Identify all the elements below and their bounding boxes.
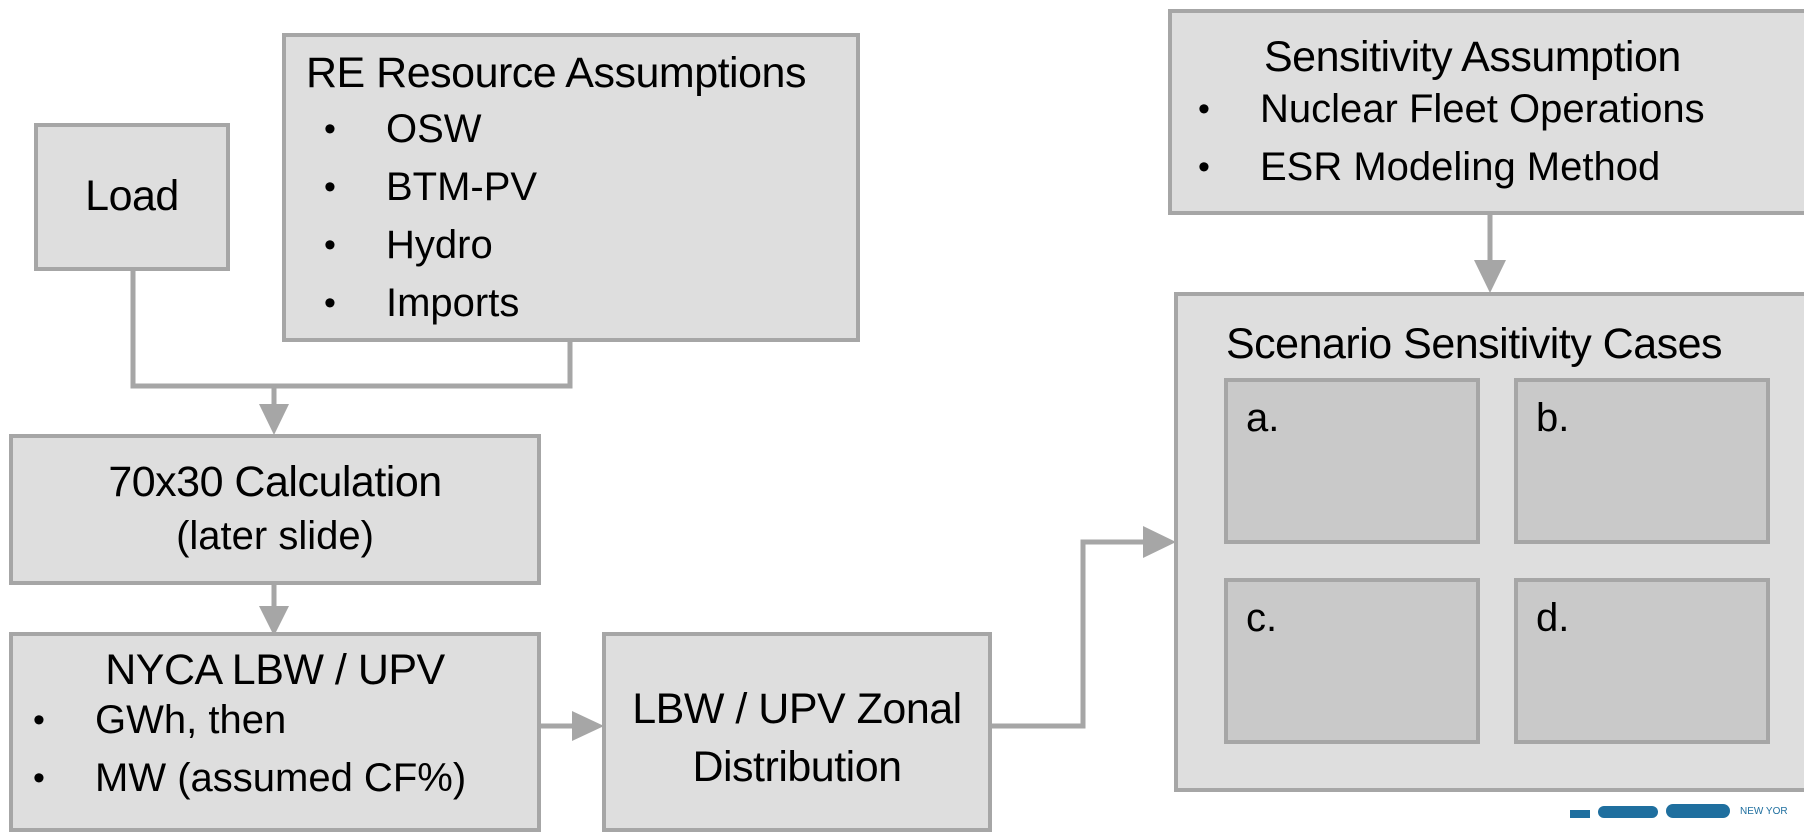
case-d-label: d. [1536,596,1570,640]
re-resource-item: Hydro [306,216,856,274]
case-b-box: b. [1514,378,1770,544]
nyca-list: GWh, then MW (assumed CF%) [15,691,537,807]
nyca-box: NYCA LBW / UPV GWh, then MW (assumed CF%… [9,632,541,832]
re-resource-assumptions-box: RE Resource Assumptions OSW BTM-PV Hydro… [282,33,860,342]
case-a-box: a. [1224,378,1480,544]
load-box: Load [34,123,230,271]
re-resource-item: Imports [306,274,856,332]
nyca-item: MW (assumed CF%) [15,749,537,807]
calculation-box: 70x30 Calculation (later slide) [9,434,541,585]
zonal-title-line1: LBW / UPV Zonal [632,685,962,733]
sensitivity-list: Nuclear Fleet Operations ESR Modeling Me… [1180,80,1804,196]
re-resource-item: OSW [306,100,856,158]
logo-text: NEW YOR [1740,806,1788,817]
re-resource-title: RE Resource Assumptions [306,49,806,97]
arrow-head-zonal [572,711,604,741]
arrow-head-calc [259,404,289,435]
nyca-title: NYCA LBW / UPV [105,646,445,694]
nyca-item: GWh, then [15,691,537,749]
scenario-title: Scenario Sensitivity Cases [1226,320,1723,368]
case-c-box: c. [1224,578,1480,744]
re-resource-list: OSW BTM-PV Hydro Imports [306,100,856,332]
sensitivity-item: ESR Modeling Method [1180,138,1804,196]
sensitivity-title: Sensitivity Assumption [1264,33,1681,81]
re-resource-item: BTM-PV [306,158,856,216]
sensitivity-item: Nuclear Fleet Operations [1180,80,1804,138]
case-d-box: d. [1514,578,1770,744]
sensitivity-assumption-box: Sensitivity Assumption Nuclear Fleet Ope… [1168,9,1804,215]
case-b-label: b. [1536,396,1570,440]
zonal-title-line2: Distribution [692,743,902,791]
load-title: Load [85,172,179,221]
case-a-label: a. [1246,396,1280,440]
nyiso-logo: NEW YOR [1570,802,1804,818]
zonal-distribution-box: LBW / UPV Zonal Distribution [602,632,992,832]
case-c-label: c. [1246,596,1278,640]
arrow-head-sensitivity [1474,260,1506,293]
calculation-subtitle: (later slide) [176,514,374,559]
arrow-head-scenario [1143,526,1176,558]
zonal-to-scenario-line [990,539,1148,729]
calculation-title: 70x30 Calculation [108,458,442,506]
scenario-sensitivity-box: Scenario Sensitivity Cases a. b. c. d. [1174,292,1804,792]
logo-mark-icon: NEW YOR [1570,804,1788,818]
